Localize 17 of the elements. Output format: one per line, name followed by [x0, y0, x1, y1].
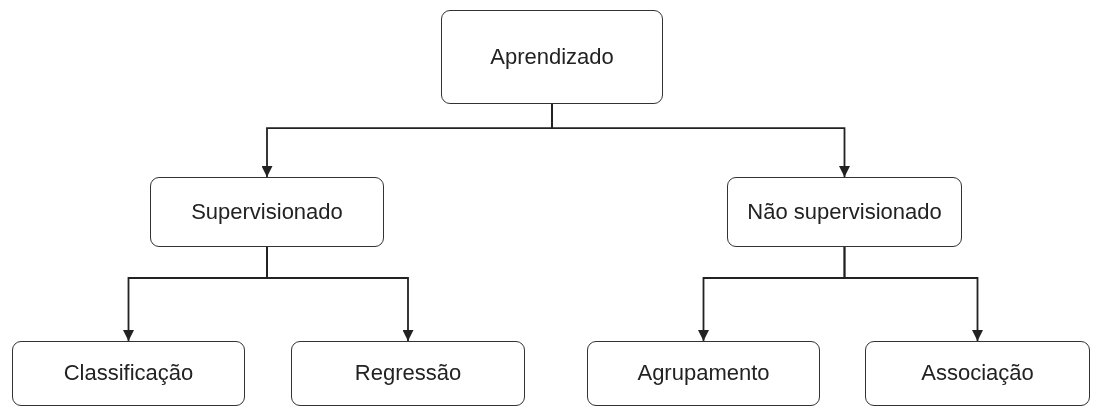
process-box: [441, 10, 663, 104]
process-box: [150, 177, 384, 247]
process-box: [587, 341, 820, 406]
box-label: Aprendizado: [490, 42, 614, 71]
process-box: [727, 177, 962, 247]
box-label: Supervisionado: [191, 197, 343, 226]
process-box: [865, 341, 1090, 406]
arrow: [551, 103, 850, 178]
box-label: Associação: [921, 359, 1034, 388]
process-box: [12, 341, 245, 406]
process-box: [291, 341, 525, 406]
box-label: Classificação: [63, 359, 194, 388]
box-label: Não supervisionado: [747, 197, 942, 226]
box-label: Agrupamento: [637, 359, 770, 388]
arrow: [843, 246, 983, 342]
arrow: [266, 246, 414, 342]
box-label: Regressão: [354, 359, 462, 388]
